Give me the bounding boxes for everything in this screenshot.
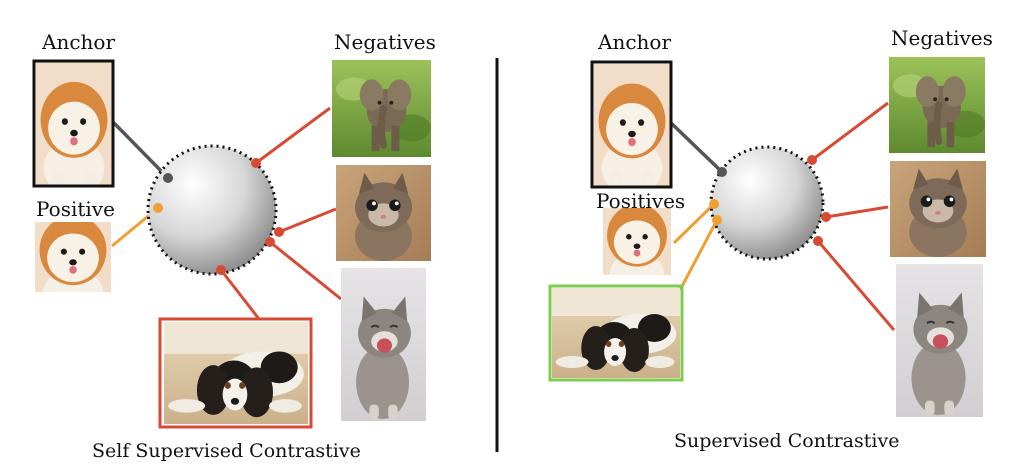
left-negative-line-2: [278, 207, 337, 234]
left-negative-dot-2: [274, 227, 284, 237]
left-positive-dot: [153, 203, 163, 213]
left-anchor-line: [110, 119, 170, 180]
right-negative-dot-3: [813, 236, 823, 246]
right-embedding-sphere: [709, 145, 825, 261]
right-negative-line-3: [816, 240, 896, 331]
right-panel: [548, 57, 986, 417]
right-negative-line-2: [825, 205, 889, 219]
left-negative-dot-4: [216, 265, 226, 275]
right-anchor-dot: [717, 167, 727, 177]
right-positive-dot-2: [712, 215, 722, 225]
left-caption: Self Supervised Contrastive: [92, 440, 361, 462]
right-negative-line-1: [811, 101, 889, 162]
left-negative-kitten-image: [336, 165, 431, 261]
right-positive-dot-1: [709, 199, 719, 209]
left-embedding-sphere: [146, 144, 278, 276]
left-anchor-label: Anchor: [42, 30, 116, 54]
left-negative-yawning-kitten-image: [341, 268, 426, 421]
left-anchor-image: [32, 59, 115, 188]
right-anchor-line: [668, 120, 724, 174]
right-negative-yawning-kitten-image: [896, 264, 983, 417]
right-positive-line-1: [672, 202, 716, 245]
right-positive-dog-image: [548, 284, 684, 382]
left-anchor-dot: [163, 173, 173, 183]
right-negatives-label: Negatives: [891, 26, 993, 50]
left-negative-dog-image: [158, 317, 313, 429]
right-negative-elephant-image: [889, 57, 985, 153]
left-negative-dot-1: [251, 158, 261, 168]
right-positive-line-2: [678, 219, 719, 291]
left-negative-dot-3: [265, 237, 275, 247]
left-negative-elephant-image: [332, 60, 431, 157]
right-anchor-image: [590, 60, 673, 189]
left-positive-label: Positive: [36, 197, 115, 221]
left-negative-line-4: [219, 269, 261, 320]
left-panel: [32, 59, 431, 429]
right-anchor-label: Anchor: [598, 30, 672, 54]
left-negatives-label: Negatives: [334, 30, 436, 54]
right-negative-kitten-image: [890, 161, 986, 257]
left-negative-line-1: [255, 106, 331, 165]
right-negative-dot-1: [807, 155, 817, 165]
right-negative-dot-2: [821, 212, 831, 222]
right-positives-label: Positives: [596, 189, 686, 213]
right-caption: Supervised Contrastive: [674, 430, 900, 452]
left-negative-line-3: [269, 240, 342, 301]
